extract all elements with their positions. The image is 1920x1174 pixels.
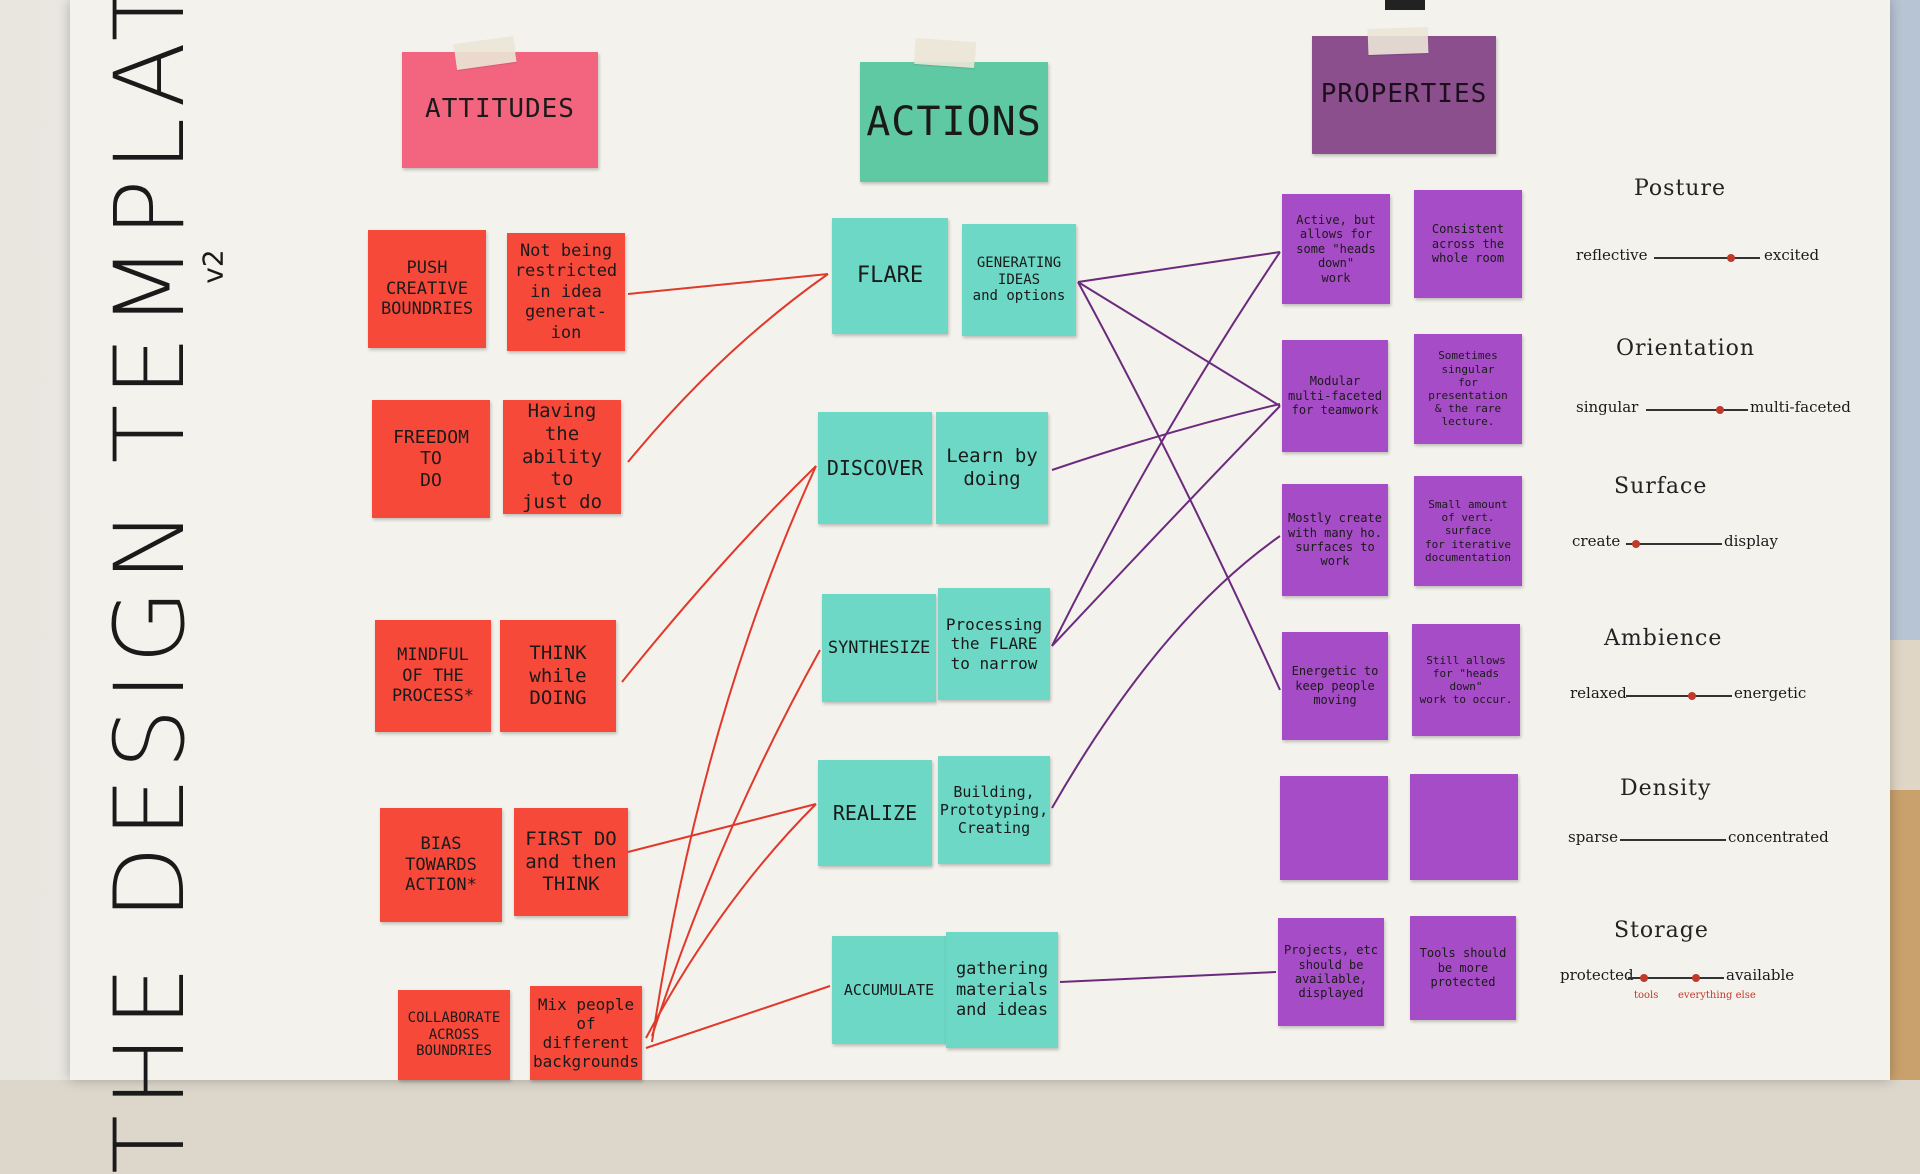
scale-title-orientation: Orientation xyxy=(1616,336,1756,361)
tape xyxy=(1367,26,1429,56)
scale-right-label: available xyxy=(1726,966,1795,984)
action-note-discover: Learn by doing xyxy=(936,412,1048,524)
binder-clip xyxy=(1385,0,1425,10)
action-note-synthesize: Processing the FLARE to narrow xyxy=(938,588,1050,700)
scale-storage: protected available tools everything els… xyxy=(1560,966,1820,1016)
property-left-2: Modular multi-faceted for teamwork xyxy=(1282,340,1388,452)
action-label-accumulate: ACCUMULATE xyxy=(832,936,946,1044)
property-left-4: Energetic to keep people moving xyxy=(1282,632,1388,740)
scale-title-posture: Posture xyxy=(1634,176,1726,201)
scale-right-label: excited xyxy=(1764,246,1820,264)
scale-density: sparse concentrated xyxy=(1568,828,1829,852)
scale-line xyxy=(1626,695,1732,697)
action-note-flare: GENERATING IDEAS and options xyxy=(962,224,1076,336)
action-note-realize: Building, Prototyping, Creating xyxy=(938,756,1050,864)
scale-title-surface: Surface xyxy=(1614,474,1708,499)
scale-line xyxy=(1654,257,1760,259)
board-subtitle: v2 xyxy=(196,249,230,284)
scale-posture: reflective excited xyxy=(1576,246,1820,270)
actions-header: ACTIONS xyxy=(860,62,1048,182)
property-right-5 xyxy=(1410,774,1518,880)
property-right-1: Consistent across the whole room xyxy=(1414,190,1522,298)
action-note-accumulate: gathering materials and ideas xyxy=(946,932,1058,1048)
scale-title-storage: Storage xyxy=(1614,918,1709,943)
attitude-note-1: Not being restricted in idea generat- io… xyxy=(507,233,625,351)
action-label-flare: FLARE xyxy=(832,218,948,334)
scale-dot xyxy=(1688,692,1696,700)
property-right-4: Still allows for "heads down" work to oc… xyxy=(1412,624,1520,736)
property-left-3: Mostly create with many ho. surfaces to … xyxy=(1282,484,1388,596)
scale-title-density: Density xyxy=(1620,776,1712,801)
property-right-6: Tools should be more protected xyxy=(1410,916,1516,1020)
scale-dot xyxy=(1632,540,1640,548)
scale-right-label: concentrated xyxy=(1728,828,1829,846)
property-left-5 xyxy=(1280,776,1388,880)
scale-left-label: singular xyxy=(1576,398,1639,416)
scale-dot xyxy=(1727,254,1735,262)
scale-left-label: sparse xyxy=(1568,828,1618,846)
scale-left-label: relaxed xyxy=(1570,684,1627,702)
action-label-discover: DISCOVER xyxy=(818,412,932,524)
attitude-note-3: THINK while DOING xyxy=(500,620,616,732)
attitude-note-4: FIRST DO and then THINK xyxy=(514,808,628,916)
scale-right-label: energetic xyxy=(1734,684,1807,702)
scale-surface: create display xyxy=(1572,532,1812,556)
property-left-6: Projects, etc should be available, displ… xyxy=(1278,918,1384,1026)
scale-marker-label: everything else xyxy=(1678,990,1756,1001)
scale-ambience: relaxed energetic xyxy=(1570,684,1810,708)
attitudes-header: ATTITUDES xyxy=(402,52,598,168)
scale-dot xyxy=(1692,974,1700,982)
property-right-2: Sometimes singular for presentation & th… xyxy=(1414,334,1522,444)
scale-left-label: create xyxy=(1572,532,1621,550)
scale-orientation: singular multi-faceted xyxy=(1576,398,1851,422)
scale-line xyxy=(1646,409,1748,411)
scale-line xyxy=(1628,977,1724,979)
scale-marker-label: tools xyxy=(1634,990,1659,1001)
property-right-3: Small amount of vert. surface for iterat… xyxy=(1414,476,1522,586)
scale-title-ambience: Ambience xyxy=(1604,626,1723,651)
board-title: THE DESIGN TEMPLATE xyxy=(94,0,206,1174)
attitude-label-5: COLLABORATE ACROSS BOUNDRIES xyxy=(398,990,510,1080)
property-left-1: Active, but allows for some "heads down"… xyxy=(1282,194,1390,304)
attitude-label-1: PUSH CREATIVE BOUNDRIES xyxy=(368,230,486,348)
attitude-label-2: FREEDOM TO DO xyxy=(372,400,490,518)
scale-dot xyxy=(1716,406,1724,414)
action-label-synthesize: SYNTHESIZE xyxy=(822,594,936,702)
scale-right-label: display xyxy=(1724,532,1778,550)
attitude-note-5: Mix people of different backgrounds xyxy=(530,986,642,1080)
scale-line xyxy=(1626,543,1722,545)
scale-line xyxy=(1620,839,1726,841)
attitude-label-4: BIAS TOWARDS ACTION* xyxy=(380,808,502,922)
tape xyxy=(914,37,976,69)
scale-right-label: multi-faceted xyxy=(1750,398,1851,416)
scale-left-label: protected xyxy=(1560,966,1634,984)
properties-header: PROPERTIES xyxy=(1312,36,1496,154)
attitude-label-3: MINDFUL OF THE PROCESS* xyxy=(375,620,491,732)
action-label-realize: REALIZE xyxy=(818,760,932,866)
scale-dot xyxy=(1640,974,1648,982)
attitude-note-2: Having the ability to just do xyxy=(503,400,621,514)
scale-left-label: reflective xyxy=(1576,246,1648,264)
